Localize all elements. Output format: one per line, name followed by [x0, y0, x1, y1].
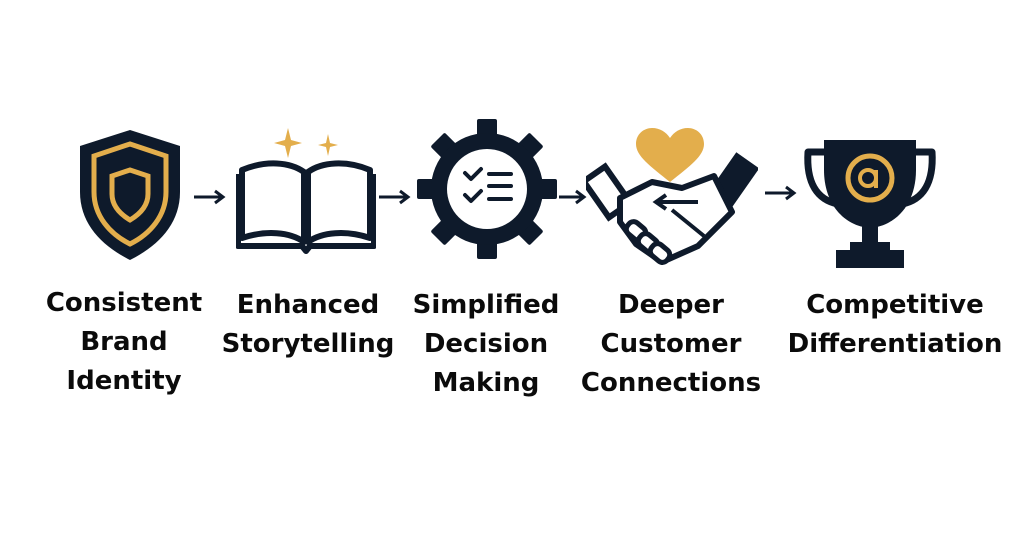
step-label-line: Decision	[423, 329, 549, 359]
step-label-storytelling: Enhanced Storytelling	[220, 286, 396, 364]
step-label-line: Simplified	[412, 290, 560, 320]
right-arrow-icon	[764, 185, 798, 201]
step-label-line: Competitive	[806, 290, 984, 320]
step-label-line: Differentiation	[787, 329, 1003, 359]
gear-checklist-icon	[416, 118, 558, 260]
step-label-line: Customer	[600, 329, 742, 359]
step-label-brand-identity: Consistent Brand Identity	[44, 284, 204, 401]
step-label-decision-making: Simplified Decision Making	[406, 286, 566, 403]
step-label-line: Enhanced	[236, 290, 380, 320]
shield-icon	[76, 128, 184, 262]
right-arrow-icon	[558, 189, 588, 205]
step-label-line: Deeper	[618, 290, 724, 320]
step-label-line: Identity	[66, 366, 182, 396]
step-label-line: Consistent	[45, 288, 203, 318]
step-label-differentiation: Competitive Differentiation	[780, 286, 1010, 364]
step-label-line: Storytelling	[221, 329, 395, 359]
open-book-icon	[236, 124, 376, 254]
step-label-line: Connections	[580, 368, 762, 398]
right-arrow-icon	[378, 189, 412, 205]
right-arrow-icon	[193, 189, 227, 205]
step-label-line: Making	[432, 368, 540, 398]
trophy-icon	[800, 134, 940, 272]
handshake-heart-icon	[586, 126, 758, 268]
step-label-customer-connections: Deeper Customer Connections	[576, 286, 766, 403]
step-label-line: Brand	[80, 327, 168, 357]
